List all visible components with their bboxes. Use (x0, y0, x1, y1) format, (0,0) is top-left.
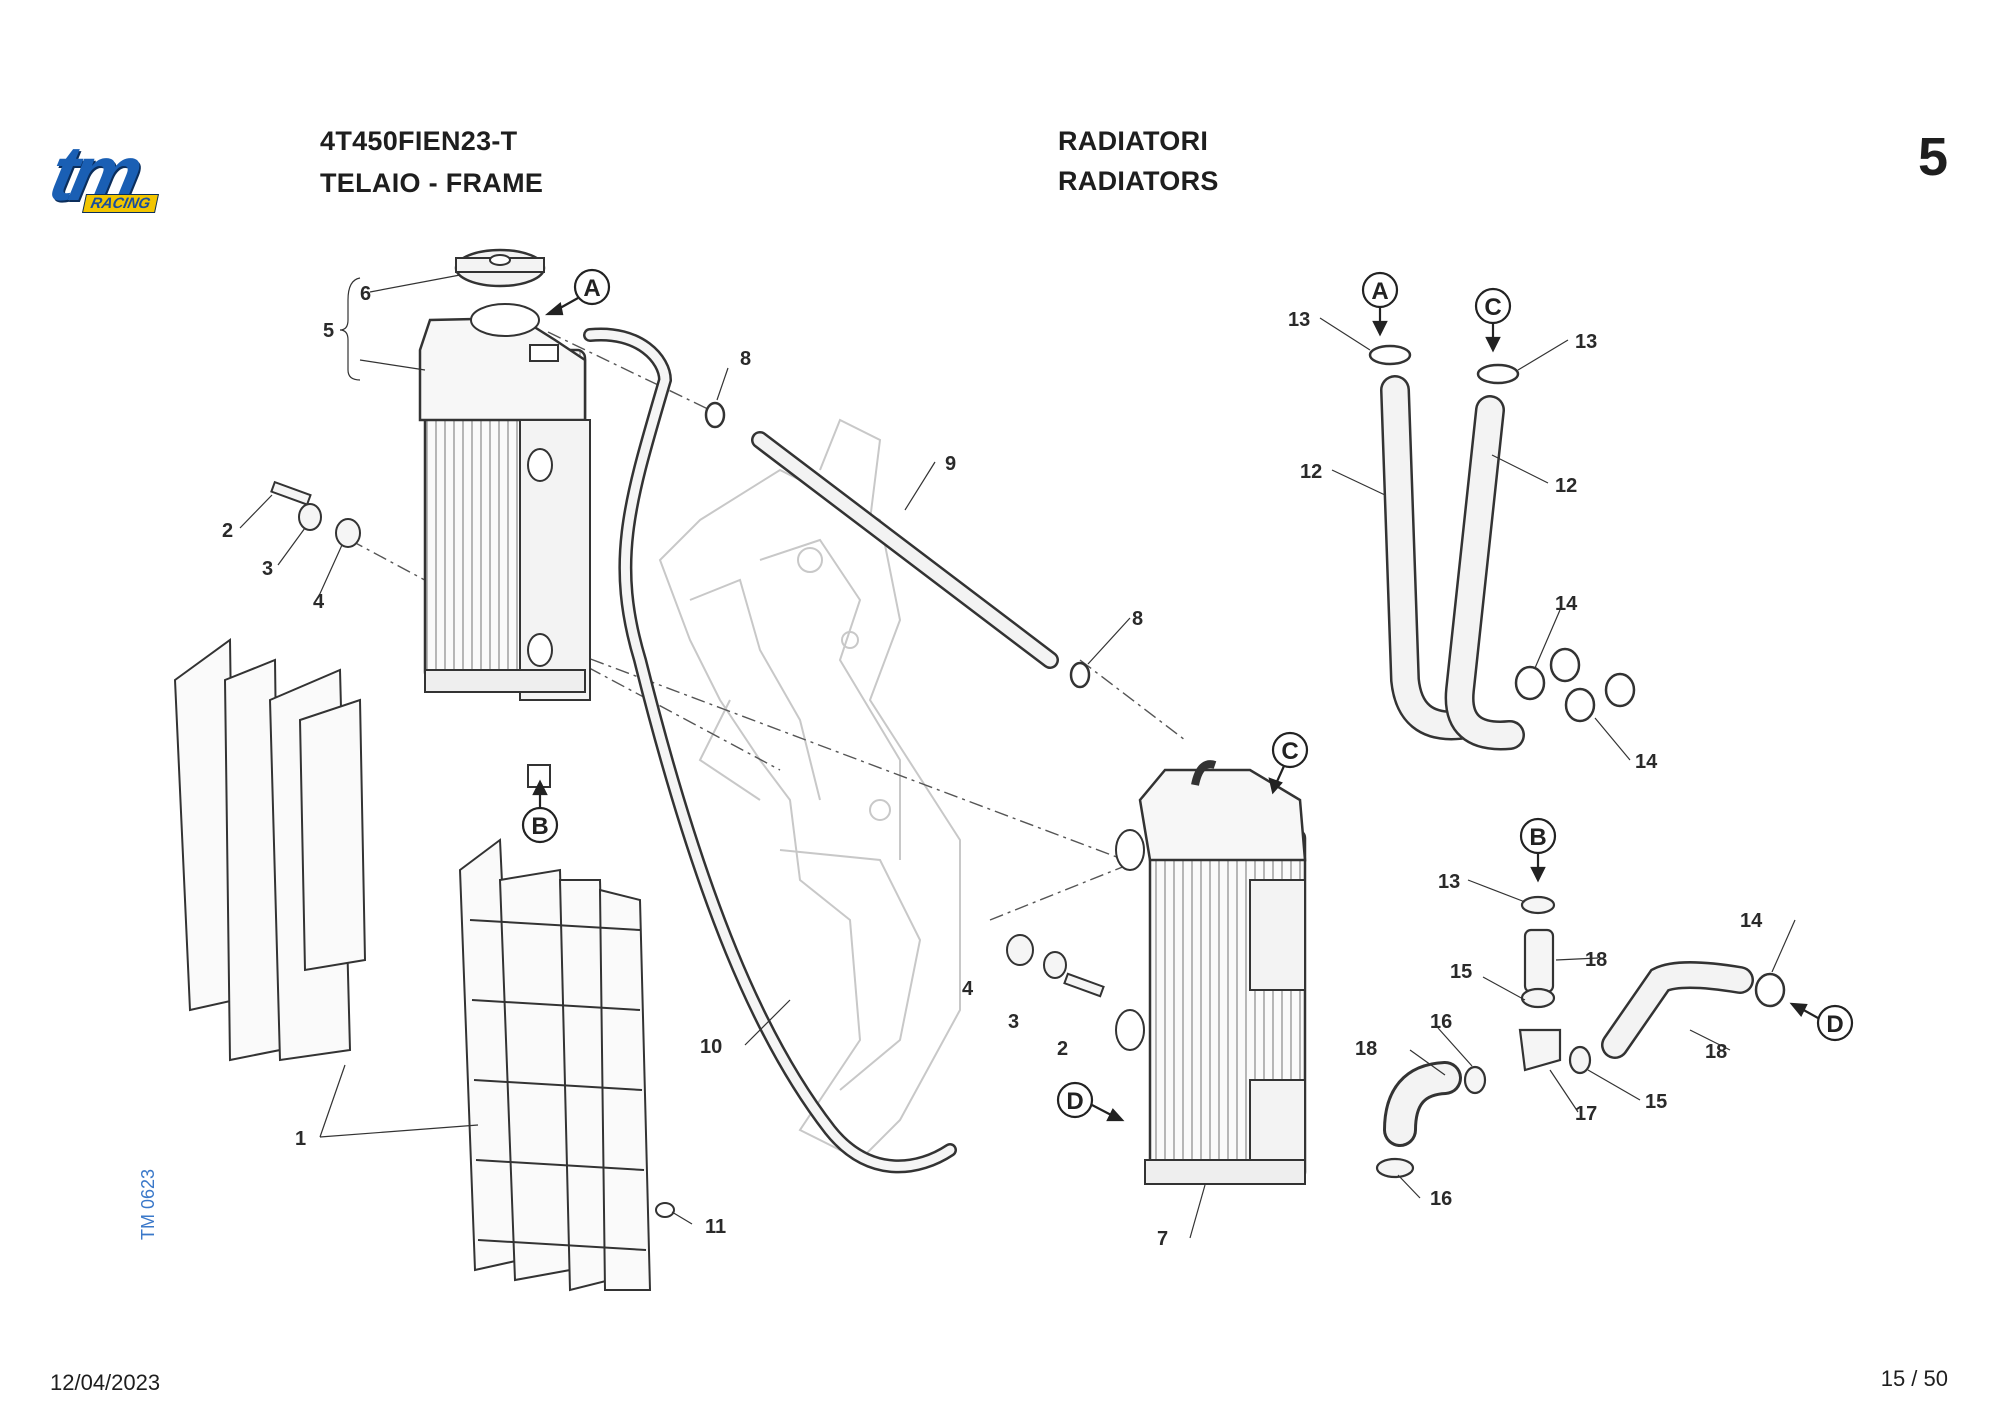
document-code: TM 0623 (138, 1168, 158, 1240)
label-11: 11 (705, 1216, 726, 1238)
callout-b-left: B (531, 813, 548, 840)
label-12-a: 12 (1300, 461, 1322, 483)
callout-b-fitting: B (1529, 824, 1546, 851)
label-8-top: 8 (740, 348, 751, 370)
label-4-left: 4 (313, 591, 325, 613)
label-16-top: 16 (1430, 1011, 1452, 1033)
label-18-left: 18 (1355, 1038, 1377, 1060)
mounting-hardware-right (1006, 934, 1105, 998)
callout-a-hose: A (1371, 278, 1388, 305)
section-title-en: RADIATORS (1058, 166, 1219, 196)
label-4-right: 4 (962, 978, 974, 1000)
callout-a-left: A (583, 275, 600, 302)
label-leaders (239, 274, 1796, 1239)
callout-d-right: D (1066, 1088, 1083, 1115)
label-13-a: 13 (1288, 309, 1310, 331)
label-7: 7 (1157, 1228, 1168, 1250)
clamp-14-right (1754, 972, 1786, 1008)
label-8-lower: 8 (1132, 608, 1143, 630)
label-17: 17 (1575, 1103, 1597, 1125)
label-14-top: 14 (1555, 593, 1578, 615)
model-code: 4T450FIEN23-T (320, 126, 518, 156)
group-title: TELAIO - FRAME (320, 168, 544, 198)
clip-11 (655, 1202, 675, 1218)
label-18-right: 18 (1705, 1041, 1727, 1063)
left-radiator (418, 303, 591, 788)
label-14-mid: 14 (1635, 751, 1658, 773)
callout-d-fitting: D (1826, 1011, 1843, 1038)
label-15-right: 15 (1645, 1091, 1667, 1113)
label-16-bottom: 16 (1430, 1188, 1452, 1210)
label-13-b: 13 (1438, 871, 1460, 893)
callout-markers (521, 268, 1854, 1122)
t-fitting-assembly (1375, 895, 1592, 1179)
label-9: 9 (945, 453, 956, 475)
right-radiator (1115, 760, 1307, 1185)
clamp-8-top (704, 401, 726, 429)
callout-c-hose: C (1484, 294, 1501, 321)
label-3-right: 3 (1008, 1011, 1019, 1033)
label-3-left: 3 (262, 558, 273, 580)
clamp-8-lower (1069, 661, 1091, 689)
mounting-hardware-left (270, 480, 361, 548)
clamps-13-top (1368, 344, 1520, 385)
label-2-left: 2 (222, 520, 233, 542)
label-10: 10 (700, 1036, 722, 1058)
label-14-right: 14 (1740, 910, 1763, 932)
footer-date: 12/04/2023 (50, 1370, 161, 1395)
clamps-14-top (1514, 647, 1636, 723)
section-title-it: RADIATORI (1058, 126, 1209, 156)
radiator-grilles (173, 638, 652, 1292)
frame-outline (658, 418, 961, 1162)
hoses-12 (1380, 375, 1525, 751)
label-6: 6 (360, 283, 371, 305)
radiator-cap (454, 248, 546, 288)
label-13-c: 13 (1575, 331, 1597, 353)
label-18-top: 18 (1585, 949, 1607, 971)
label-15-top: 15 (1450, 961, 1472, 983)
label-1: 1 (295, 1128, 306, 1150)
section-number: 5 (1917, 127, 1948, 187)
callout-c-right: C (1281, 738, 1298, 765)
footer-page: 15 / 50 (1880, 1366, 1948, 1391)
label-12-c: 12 (1555, 475, 1577, 497)
label-2-right: 2 (1057, 1038, 1068, 1060)
label-5: 5 (323, 320, 334, 342)
